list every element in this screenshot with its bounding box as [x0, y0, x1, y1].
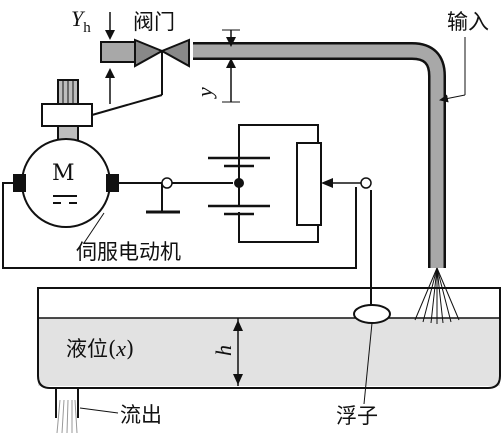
servo-motor-label: 伺服电动机 — [76, 240, 181, 264]
valve-body — [134, 38, 190, 68]
yh-dim-up-head — [105, 68, 115, 78]
valve — [100, 12, 190, 104]
float-label: 浮子 — [336, 404, 378, 428]
wire-junction-dot — [234, 178, 244, 188]
tank — [37, 287, 501, 434]
valve-inlet-pipe — [100, 41, 136, 63]
h-label: h — [211, 345, 236, 356]
battery-frame — [238, 124, 319, 158]
float — [353, 304, 391, 324]
float-leader — [363, 322, 373, 405]
wire-terminal-open — [161, 177, 173, 189]
gearbox — [41, 79, 163, 143]
float-link-terminal — [360, 177, 372, 189]
input-pipe-fill — [193, 44, 444, 268]
y-label: y — [192, 87, 217, 99]
gear-housing — [41, 103, 93, 127]
motor-letter: M — [52, 161, 75, 186]
liquid-body — [38, 318, 500, 386]
motor-brush-left — [13, 174, 26, 192]
potentiometer-body — [296, 142, 322, 226]
outflow-label: 流出 — [120, 403, 162, 427]
outflow-leader — [79, 407, 119, 414]
motor-brush-right — [106, 174, 119, 192]
y-dimension — [222, 29, 240, 103]
yh-label: Yh — [71, 6, 91, 36]
gear-output-link — [91, 94, 163, 116]
servo-motor-leader — [83, 212, 105, 244]
tank-wall — [37, 287, 501, 389]
level-dimension — [233, 318, 243, 386]
potentiometer-wiper-arrow — [321, 178, 333, 188]
battery-frame-bottom — [238, 212, 319, 243]
wiring — [2, 124, 372, 307]
servo-motor — [13, 138, 119, 228]
wire-motor-bottom-loop — [2, 182, 357, 269]
inflow-spray — [414, 267, 460, 324]
yh-arrow-head — [105, 30, 115, 40]
input-pipe — [193, 37, 466, 324]
input-arrow — [439, 94, 466, 103]
input-label: 输入 — [447, 10, 489, 34]
outflow-stream — [56, 399, 78, 434]
potentiometer — [296, 142, 372, 226]
liquid-level-label: 液位(x) — [66, 336, 134, 361]
valve-label: 阀门 — [133, 10, 175, 34]
